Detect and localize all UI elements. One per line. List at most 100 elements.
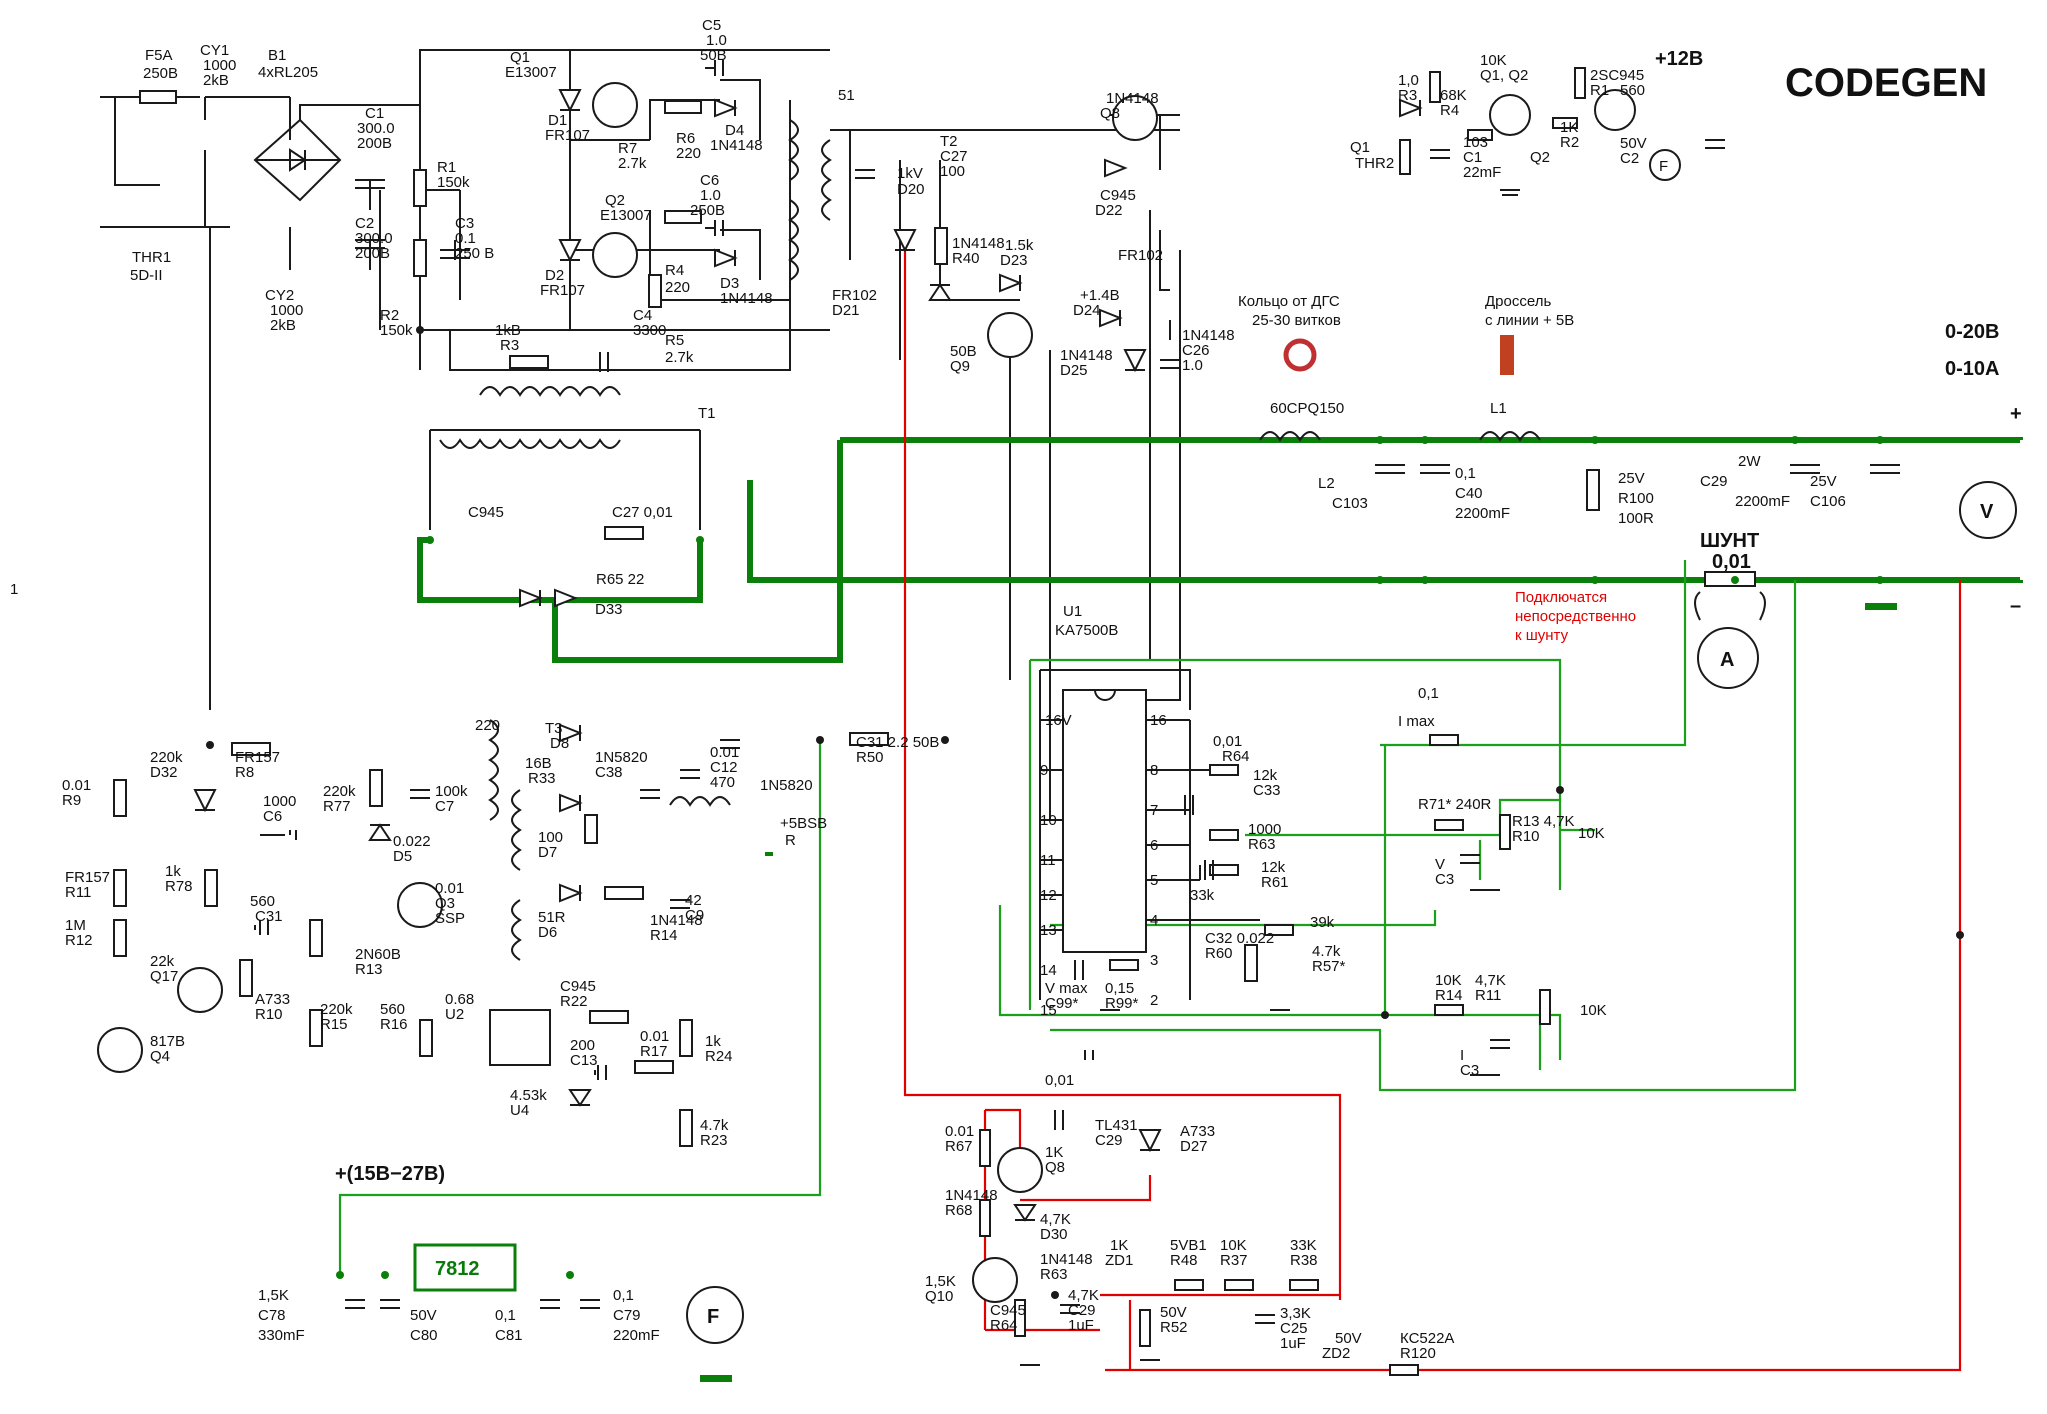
component-label: D32 xyxy=(150,764,178,781)
component-label: 50В xyxy=(700,47,727,64)
component-label: R14 xyxy=(1435,987,1463,1004)
q8-c945 xyxy=(1112,95,1158,141)
component-label: Q3 xyxy=(435,895,455,912)
component-label: 1,0 xyxy=(1398,72,1419,89)
component-label: R100 xyxy=(1618,490,1654,507)
q2-e13007 xyxy=(592,232,638,278)
component-label: 1uF xyxy=(1068,1317,1094,1334)
l1-inductor xyxy=(1259,431,1321,442)
fan-main xyxy=(686,1286,744,1344)
component-label: Q8 xyxy=(1045,1159,1065,1176)
r100 xyxy=(1586,469,1600,511)
component-label: КС522А xyxy=(1400,1330,1454,1347)
component-label: R2 xyxy=(380,307,399,324)
component-label: Q10 xyxy=(925,1288,953,1305)
note-choke-source: с линии + 5В xyxy=(1485,312,1574,329)
component-label: 1K xyxy=(1560,119,1578,136)
component-label: 16 xyxy=(1150,712,1167,729)
component-label: R11 xyxy=(1475,987,1501,1004)
component-label: 25V xyxy=(1810,473,1837,490)
component-label: 0,1 xyxy=(1418,685,1439,702)
component-label: 1.0 xyxy=(706,32,727,49)
component-label: C40 xyxy=(1455,485,1483,502)
component-label: 25V xyxy=(1618,470,1645,487)
component-label: 1N4148 xyxy=(720,290,773,307)
component-label: 4.53k xyxy=(510,1087,547,1104)
component-label: C5 xyxy=(702,17,721,34)
component-label: 1N4148 xyxy=(1106,90,1159,107)
note-choke: Дроссель xyxy=(1485,293,1551,310)
c29 xyxy=(1790,464,1820,474)
component-label: 2.7k xyxy=(665,349,694,366)
component-label: R5 xyxy=(665,332,684,349)
component-label: F5A xyxy=(145,47,173,64)
component-label: CY1 xyxy=(200,42,229,59)
component-label: Q17 xyxy=(150,968,178,985)
component-label: 1M xyxy=(65,917,86,934)
component-label: C29 xyxy=(1068,1302,1096,1319)
t1-secondary xyxy=(821,139,832,221)
component-label: D7 xyxy=(538,844,557,861)
ic-ref: U1 xyxy=(1063,603,1082,620)
c40 xyxy=(1420,464,1450,474)
component-label: 10K xyxy=(1220,1237,1247,1254)
component-label: C29 xyxy=(1700,473,1728,490)
component-label: C1 xyxy=(1463,149,1482,166)
component-label: R99* xyxy=(1105,995,1139,1012)
component-label: U2 xyxy=(445,1006,464,1023)
component-label: T1 xyxy=(698,405,716,422)
output-plus-terminal: + xyxy=(2010,403,2022,425)
component-label: C3 xyxy=(455,215,474,232)
component-label: R16 xyxy=(380,1016,408,1033)
output-current-spec: 0-10A xyxy=(1945,358,1999,380)
component-label: R52 xyxy=(1160,1319,1188,1336)
component-label: R64 xyxy=(1222,748,1250,765)
fan-small xyxy=(1649,149,1681,181)
component-label: D5 xyxy=(393,848,412,865)
component-label: 200 xyxy=(570,1037,595,1054)
component-label: ZD1 xyxy=(1105,1252,1133,1269)
component-label: Q9 xyxy=(950,358,970,375)
component-label: 4.7k xyxy=(1312,943,1341,960)
component-label: 1 xyxy=(10,581,18,598)
component-label: 5VB1 xyxy=(1170,1237,1207,1254)
ic-body xyxy=(1062,689,1147,953)
component-label: D1 xyxy=(548,112,567,129)
component-label: 51R xyxy=(538,909,566,926)
component-label: 3 xyxy=(1150,952,1158,969)
component-label: 15 xyxy=(1040,1002,1057,1019)
component-label: C945 xyxy=(1100,187,1136,204)
component-label: V xyxy=(1435,856,1445,873)
component-label: C81 xyxy=(495,1327,523,1344)
component-label: D8 xyxy=(550,735,569,752)
component-label: R48 xyxy=(1170,1252,1198,1269)
component-label: 12 xyxy=(1040,887,1057,904)
component-label: 1k xyxy=(165,863,181,880)
note-shunt-3: к шунту xyxy=(1515,627,1569,644)
component-label: 220k xyxy=(150,749,183,766)
component-label: C32 0.022 xyxy=(1205,930,1274,947)
control-wires xyxy=(338,560,1797,1275)
component-label: C31 2.2 50В xyxy=(856,734,939,751)
component-label: R37 xyxy=(1220,1252,1248,1269)
component-label: C6 xyxy=(700,172,719,189)
component-label: 3,3K xyxy=(1280,1305,1311,1322)
component-label: 50V xyxy=(410,1307,437,1324)
component-label: R1 xyxy=(437,159,456,176)
component-label: R57* xyxy=(1312,958,1346,975)
t3-secondary xyxy=(511,789,522,871)
component-label: 2kB xyxy=(270,317,296,334)
component-label: 250В xyxy=(690,202,725,219)
component-label: R1 xyxy=(1590,82,1609,99)
q3-ssp xyxy=(397,882,443,928)
component-label: 1N4148 xyxy=(710,137,763,154)
component-label: SSP xyxy=(435,910,465,927)
component-label: 100 xyxy=(538,829,563,846)
q9-c945 xyxy=(987,312,1033,358)
component-label: 103 xyxy=(1463,134,1488,151)
component-label: R60 xyxy=(1205,945,1233,962)
component-label: R13 xyxy=(355,961,383,978)
ground-symbols xyxy=(700,189,1897,1382)
component-label: +1.4В xyxy=(1080,287,1120,304)
component-label: 1,5K xyxy=(925,1273,956,1290)
